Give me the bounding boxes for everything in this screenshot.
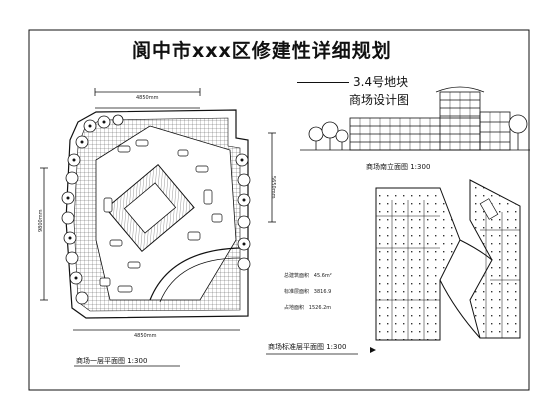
typical-floor-caption: 商场标准层平面图 1:300 <box>268 343 347 351</box>
legend-value: 1526.2m <box>308 305 332 311</box>
legend-value: 3816.9 <box>313 289 332 295</box>
legend-row-2: 标准层面积 3816.9 <box>284 288 331 295</box>
dimension-top: 4850mm <box>136 95 159 101</box>
dimension-bottom: 4850mm <box>134 333 157 339</box>
legend-row-1: 总建筑面积 45.6m² <box>284 272 332 279</box>
site-plan-caption: 商场一层平面图 1:300 <box>76 357 148 365</box>
drawing-main-title: 阆中市xxx区修建性详细规划 <box>132 40 392 62</box>
legend-label: 占地面积 <box>284 305 305 311</box>
legend-label: 标准层面积 <box>284 289 310 295</box>
legend-row-3: 占地面积 1526.2m <box>284 304 331 311</box>
block-label: 3.4号地块 <box>297 73 408 90</box>
legend-label: 总建筑面积 <box>284 273 310 279</box>
drawing-sub-title: 商场设计图 <box>349 93 410 107</box>
legend-value: 45.6m² <box>313 273 332 279</box>
south-elevation-caption: 商场南立面图 1:300 <box>366 163 431 171</box>
